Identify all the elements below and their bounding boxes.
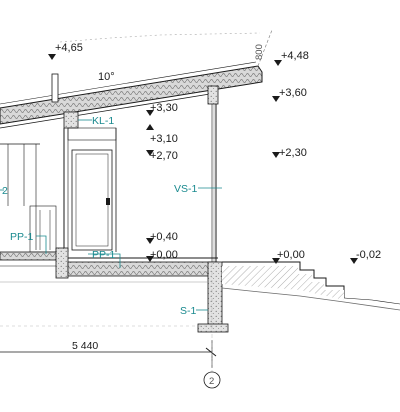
tag-window-wall: VS-1 — [174, 183, 198, 195]
level-triangle-icon — [272, 152, 280, 158]
tag-floor-left: PP-1 — [10, 231, 34, 243]
terrace-steps — [221, 261, 400, 311]
roof-slope-label: 10° — [98, 71, 115, 83]
level-roof-edge: +4,48 — [281, 50, 309, 62]
dimension-line — [0, 325, 217, 368]
level-triangle-icon — [146, 238, 154, 244]
roof-underside — [0, 92, 217, 129]
level-lintel-top: +3,10 — [150, 133, 178, 145]
level-triangle-icon — [272, 258, 280, 264]
level-sill: +0,40 — [150, 231, 178, 243]
ground-line — [221, 287, 400, 311]
tag-wall-left: 2 — [2, 185, 8, 197]
tag-foundation: S-1 — [180, 305, 197, 317]
eave-block — [207, 85, 219, 105]
level-eave: +3,60 — [279, 87, 307, 99]
roof-dashed-extension — [257, 29, 273, 67]
level-triangle-icon — [146, 256, 154, 262]
annotation-leaders — [0, 119, 222, 311]
level-lintel: +2,70 — [150, 150, 178, 162]
foundation-wall — [0, 261, 229, 333]
roof-overhang-dim: 800 — [254, 44, 265, 60]
ceiling-beam — [63, 111, 79, 129]
dimension-span-label: 5 440 — [72, 340, 98, 352]
level-triangle-icon — [48, 54, 56, 60]
level-triangle-icon — [146, 110, 154, 116]
tag-floor-main: PP-1 — [92, 249, 116, 261]
grid-axis-bubble-icon — [203, 262, 221, 389]
level-triangle-icon — [146, 150, 154, 156]
interior-door — [63, 127, 117, 252]
roof-slab — [0, 65, 263, 125]
level-window-head: +2,30 — [279, 147, 307, 159]
level-ground-outside: -0,02 — [356, 249, 381, 261]
grid-axis-label: 2 — [209, 376, 214, 387]
level-triangle-icon — [274, 60, 282, 66]
roof — [0, 29, 273, 129]
level-ceiling: +3,30 — [150, 102, 178, 114]
roof-vent-pipe — [51, 73, 59, 103]
level-markers — [48, 54, 358, 264]
level-triangle-icon — [350, 258, 358, 264]
left-room-elements — [0, 143, 57, 253]
level-roof-top: +4,65 — [55, 42, 83, 54]
roof-top-line — [0, 61, 257, 105]
tag-ceiling-layer: KL-1 — [92, 115, 114, 127]
roof-leader-dashes — [59, 32, 261, 43]
floor-slab — [0, 247, 219, 279]
level-triangle-icon — [146, 124, 154, 130]
level-terrace: +0,00 — [277, 249, 305, 261]
level-triangle-icon — [272, 96, 280, 102]
level-floor: +0,00 — [150, 249, 178, 261]
